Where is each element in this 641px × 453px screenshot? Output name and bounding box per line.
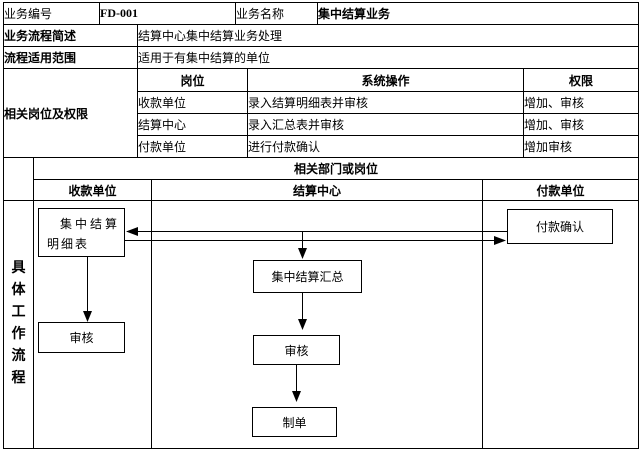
lane-settlement	[151, 200, 484, 449]
role-post: 收款单位	[137, 91, 249, 114]
lane-header-paying: 付款单位	[482, 179, 640, 201]
roles-header-post: 岗位	[137, 68, 249, 92]
roles-section-label: 相关岗位及权限	[2, 68, 139, 158]
lane-header-settlement: 结算中心	[151, 179, 484, 201]
lane-receiving	[32, 200, 153, 449]
roles-header-operation: 系统操作	[247, 68, 525, 92]
row-lane-headers: 收款单位 结算中心 付款单位	[4, 179, 640, 201]
lane-header-receiving: 收款单位	[32, 179, 153, 201]
business-name-value: 集中结算业务	[317, 2, 640, 25]
business-no-label: 业务编号	[2, 2, 101, 25]
summary-value: 结算中心集中结算业务处理	[137, 24, 640, 47]
row-scope: 流程适用范围 适用于有集中结算的单位	[2, 46, 640, 69]
role-operation: 录入汇总表并审核	[247, 113, 525, 136]
role-permission: 增加审核	[523, 135, 640, 158]
lane-paying	[482, 200, 640, 449]
business-name-label: 业务名称	[235, 2, 319, 25]
row-flowchart: 具 体 工 作 流 程	[3, 200, 640, 449]
empty-cell	[3, 157, 34, 201]
role-operation: 录入结算明细表并审核	[247, 91, 525, 114]
table-row: 结算中心 录入汇总表并审核 增加、审核	[4, 113, 640, 136]
roles-header-permission: 权限	[523, 68, 640, 92]
role-permission: 增加、审核	[523, 91, 640, 114]
flow-section-header: 相关部门或岗位	[32, 157, 640, 180]
row-roles-header: 相关岗位及权限 岗位 系统操作 权限	[2, 68, 640, 158]
side-label: 具 体 工 作 流 程	[11, 259, 26, 385]
row-business-id: 业务编号 FD-001 业务名称 集中结算业务	[2, 2, 640, 25]
row-summary: 业务流程简述 结算中心集中结算业务处理	[2, 24, 640, 47]
business-no-value: FD-001	[99, 2, 237, 25]
role-permission: 增加、审核	[523, 113, 640, 136]
role-operation: 进行付款确认	[247, 135, 525, 158]
row-flow-banner: 相关部门或岗位	[3, 157, 640, 201]
role-post: 付款单位	[137, 135, 249, 158]
summary-label: 业务流程简述	[2, 24, 139, 47]
scope-value: 适用于有集中结算的单位	[137, 46, 640, 69]
side-label-cell: 具 体 工 作 流 程	[3, 200, 34, 449]
role-post: 结算中心	[137, 113, 249, 136]
scope-label: 流程适用范围	[2, 46, 139, 69]
